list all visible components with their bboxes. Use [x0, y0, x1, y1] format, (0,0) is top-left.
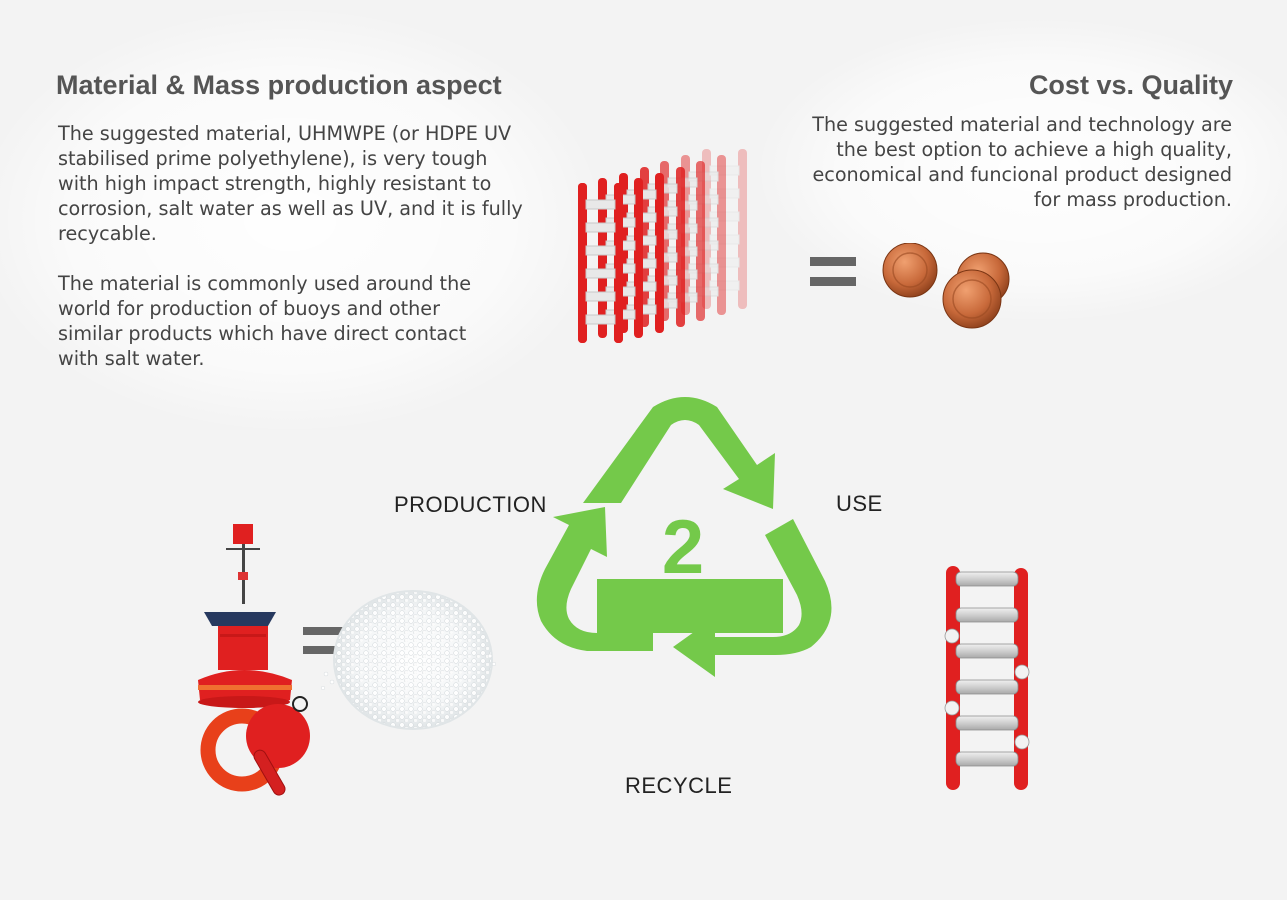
equals-sign-icon-2: [303, 627, 349, 654]
material-paragraph-1: The suggested material, UHMWPE (or HDPE …: [58, 122, 523, 245]
cost-heading: Cost vs. Quality: [1028, 70, 1233, 100]
stage-label-recycle: RECYCLE: [625, 773, 733, 798]
background-glow-left: [0, 10, 600, 430]
recycle-symbol-icon: 2: [536, 397, 832, 677]
plastic-pellets-image: [320, 590, 497, 730]
material-paragraph-2: The material is commonly used around the…: [58, 272, 472, 370]
material-heading: Material & Mass production aspect: [56, 70, 502, 100]
stage-label-production: PRODUCTION: [394, 492, 547, 517]
recycle-code-bar: [597, 579, 783, 633]
background-glow-right: [760, 20, 1287, 320]
buoy-image: [198, 524, 310, 796]
equals-sign-icon: [810, 257, 856, 286]
ladder-image: [944, 566, 1030, 790]
recycle-code-number: 2: [662, 505, 704, 590]
ladder-stack-image: [578, 148, 748, 344]
coins-image: [882, 243, 1010, 329]
stage-label-use: USE: [836, 491, 883, 516]
cost-paragraph: The suggested material and technology ar…: [812, 113, 1232, 211]
